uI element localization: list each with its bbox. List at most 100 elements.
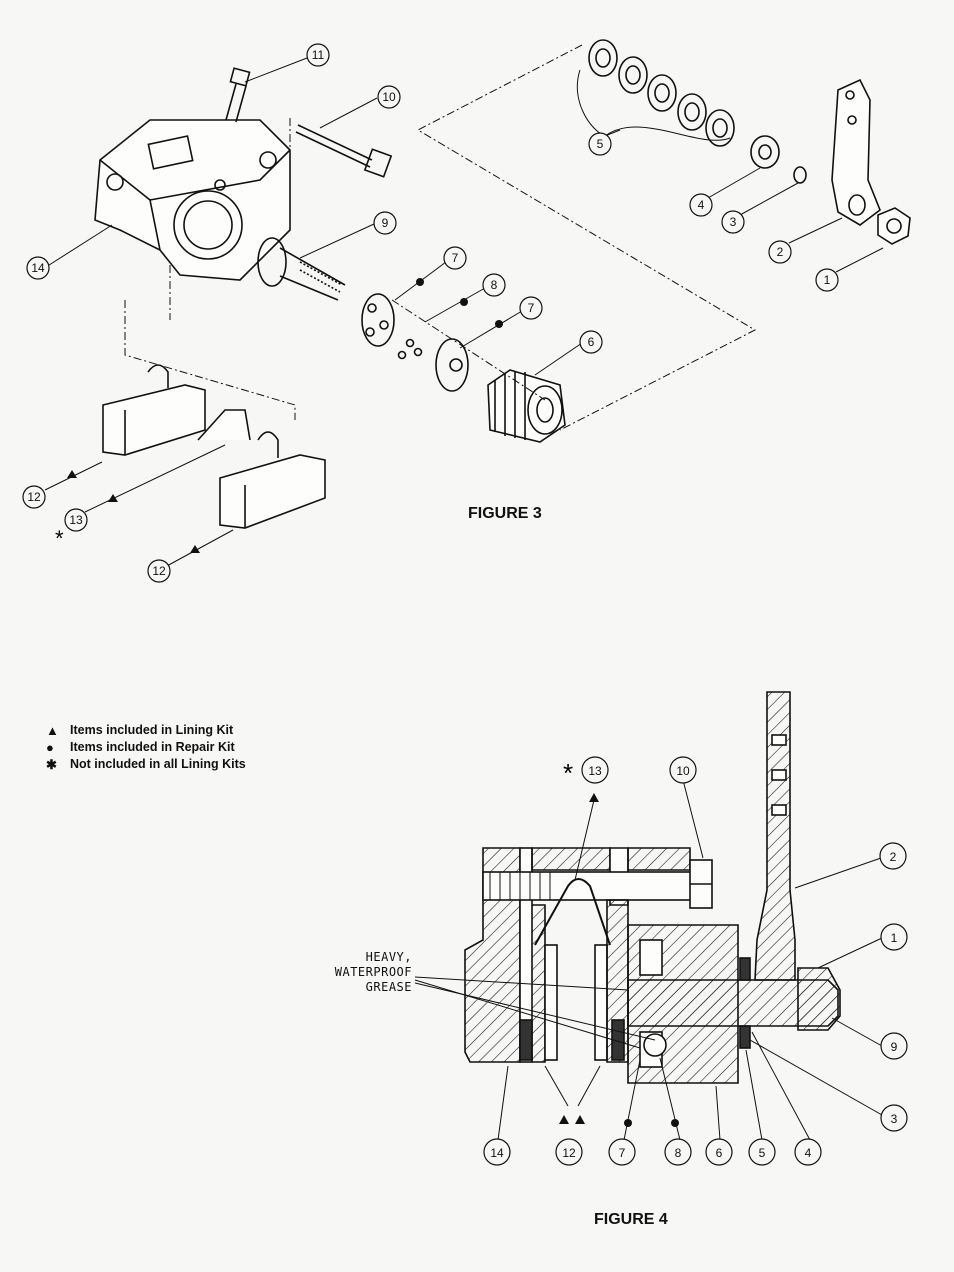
callout-6: 6	[705, 1138, 733, 1166]
callout-3: 3	[880, 1104, 908, 1132]
callout-2: 2	[768, 240, 792, 264]
repair-kit-marker	[671, 1119, 679, 1127]
shaft-9-part	[257, 237, 346, 301]
grease-label: HEAVY, WATERPROOF GREASE	[300, 950, 412, 995]
pad-spring-section-13	[534, 878, 611, 946]
callout-14: 14	[26, 256, 50, 280]
washer-4-part	[750, 135, 780, 169]
callout-4: 4	[794, 1138, 822, 1166]
legend-text: Items included in Lining Kit	[70, 723, 234, 737]
callout-9: 9	[880, 1032, 908, 1060]
svg-text:1: 1	[824, 273, 831, 287]
svg-text:13: 13	[69, 513, 83, 527]
repair-kit-marker	[416, 278, 424, 286]
callout-1: 1	[880, 923, 908, 951]
callout-14: 14	[483, 1138, 511, 1166]
brake-pad-section-12	[544, 899, 629, 1063]
lever-arm-2-part	[831, 78, 881, 226]
asterisk-mark: *	[563, 758, 573, 788]
svg-text:14: 14	[31, 261, 45, 275]
svg-text:8: 8	[675, 1146, 682, 1160]
callout-5: 5	[748, 1138, 776, 1166]
brake-pad-12b-part	[219, 431, 326, 529]
callout-10: 10	[377, 85, 401, 109]
callout-5: 5	[588, 132, 612, 156]
svg-text:8: 8	[491, 278, 498, 292]
svg-text:12: 12	[152, 564, 166, 578]
svg-text:2: 2	[777, 245, 784, 259]
callout-8: 8	[482, 273, 506, 297]
svg-text:7: 7	[452, 251, 459, 265]
svg-text:3: 3	[730, 215, 737, 229]
grease-label-line: HEAVY,	[365, 950, 412, 964]
pad-spring-13-part	[197, 409, 251, 441]
washer-section-5	[739, 957, 751, 1049]
callout-1: 1	[815, 268, 839, 292]
bolt-11-part	[225, 67, 251, 123]
callout-7: 7	[608, 1138, 636, 1166]
caliper-housing-part	[94, 119, 291, 281]
svg-text:2: 2	[890, 850, 897, 864]
svg-text:4: 4	[805, 1146, 812, 1160]
callout-13: 13	[581, 756, 609, 784]
ramp-plate-7-part	[361, 293, 395, 347]
housing-section-14	[464, 847, 691, 1063]
svg-text:4: 4	[698, 198, 705, 212]
legend-item-repair-kit: ● Items included in Repair Kit	[46, 739, 246, 756]
svg-text:10: 10	[676, 764, 690, 778]
svg-text:9: 9	[382, 216, 389, 230]
svg-text:12: 12	[27, 490, 41, 504]
figure-3-caption: FIGURE 3	[468, 505, 542, 522]
lock-nut-1-part	[877, 207, 911, 245]
callout-12b: 12	[147, 559, 171, 583]
figure-3-diagram: 11 10 9 7 8 7 6 5 4 3 2 1 14 12 13 12 *	[22, 39, 911, 583]
callout-6: 6	[579, 330, 603, 354]
shaft-section-9	[627, 979, 839, 1027]
adjusting-nut-section-6	[627, 924, 739, 1084]
callout-11: 11	[306, 43, 330, 67]
callout-13: 13	[64, 508, 88, 532]
bolt-10-part	[295, 124, 393, 178]
callout-10: 10	[669, 756, 697, 784]
lever-section-2	[754, 691, 796, 981]
grease-label-line: GREASE	[365, 980, 412, 994]
svg-text:11: 11	[312, 48, 325, 62]
svg-text:14: 14	[490, 1146, 504, 1160]
svg-text:6: 6	[716, 1146, 723, 1160]
lining-kit-marker	[575, 1115, 585, 1124]
callout-4: 4	[689, 193, 713, 217]
svg-text:12: 12	[562, 1146, 576, 1160]
callout-12: 12	[22, 485, 46, 509]
adjusting-nut-6-part	[487, 369, 566, 443]
svg-text:10: 10	[382, 90, 396, 104]
legend-text: Not included in all Lining Kits	[70, 757, 246, 771]
ball-8-part	[397, 338, 423, 360]
lining-kit-marker	[108, 494, 118, 502]
kit-legend: ▲ Items included in Lining Kit ● Items i…	[46, 722, 246, 773]
repair-kit-marker	[460, 298, 468, 306]
svg-text:7: 7	[528, 301, 535, 315]
asterisk-icon: ✱	[46, 757, 57, 772]
spring-washers-5-part	[588, 39, 735, 147]
ball-section-8	[643, 1033, 667, 1057]
bolt-section-10	[482, 859, 713, 909]
callout-2: 2	[879, 842, 907, 870]
triangle-icon: ▲	[46, 723, 59, 738]
legend-text: Items included in Repair Kit	[70, 740, 235, 754]
repair-kit-marker	[495, 320, 503, 328]
repair-kit-marker	[624, 1119, 632, 1127]
svg-text:1: 1	[891, 931, 898, 945]
lining-kit-marker	[67, 470, 77, 478]
asterisk-mark: *	[55, 526, 64, 551]
svg-text:5: 5	[597, 137, 604, 151]
brake-pad-12a-part	[102, 364, 206, 456]
callout-8: 8	[664, 1138, 692, 1166]
callout-7b: 7	[519, 296, 543, 320]
legend-item-lining-kit: ▲ Items included in Lining Kit	[46, 722, 246, 739]
svg-text:5: 5	[759, 1146, 766, 1160]
svg-text:13: 13	[588, 764, 602, 778]
callout-7: 7	[443, 246, 467, 270]
grease-label-line: WATERPROOF	[334, 965, 412, 979]
callout-3: 3	[721, 210, 745, 234]
svg-text:7: 7	[619, 1146, 626, 1160]
